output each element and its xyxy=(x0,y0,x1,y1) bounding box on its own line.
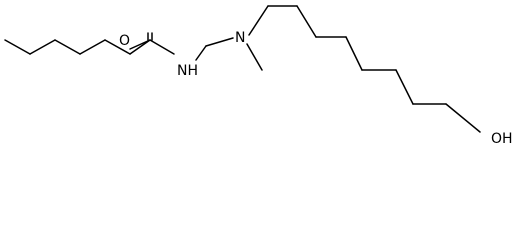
bond-ch2-n xyxy=(205,37,234,47)
bond-nh-ch2 xyxy=(195,45,207,61)
bond-c7-n xyxy=(149,39,175,55)
carbonyl-double-bond-outer xyxy=(129,39,151,50)
bond-n-c1 xyxy=(248,5,269,36)
bond-c2-c3-octyl xyxy=(296,5,317,38)
chemical-structure-drawing: O NH N OH xyxy=(4,5,513,147)
bond-c4-c5-octyl xyxy=(345,36,363,71)
bond-c4-c5 xyxy=(79,39,106,55)
hexanoyl-chain xyxy=(4,39,151,55)
bond-c3-c4 xyxy=(54,39,81,55)
bond-c5-c6 xyxy=(104,39,131,55)
hydroxyl-label: OH xyxy=(491,131,513,147)
amide-nh-label: NH xyxy=(177,63,198,79)
bond-c6-c7 xyxy=(129,39,151,55)
bond-c8-oh xyxy=(445,103,481,133)
n-methyl-group xyxy=(246,43,263,71)
amine-n-label: N xyxy=(235,30,245,46)
methylene-bridge xyxy=(195,37,234,61)
bond-n-methyl xyxy=(246,43,263,71)
carbonyl-oxygen-label: O xyxy=(119,33,130,49)
carbonyl-group: O xyxy=(119,32,175,55)
bond-c1-c2 xyxy=(4,39,31,55)
bond-c2-c3 xyxy=(29,39,56,55)
octyl-chain xyxy=(248,5,481,133)
bond-c6-c7-octyl xyxy=(395,69,414,105)
